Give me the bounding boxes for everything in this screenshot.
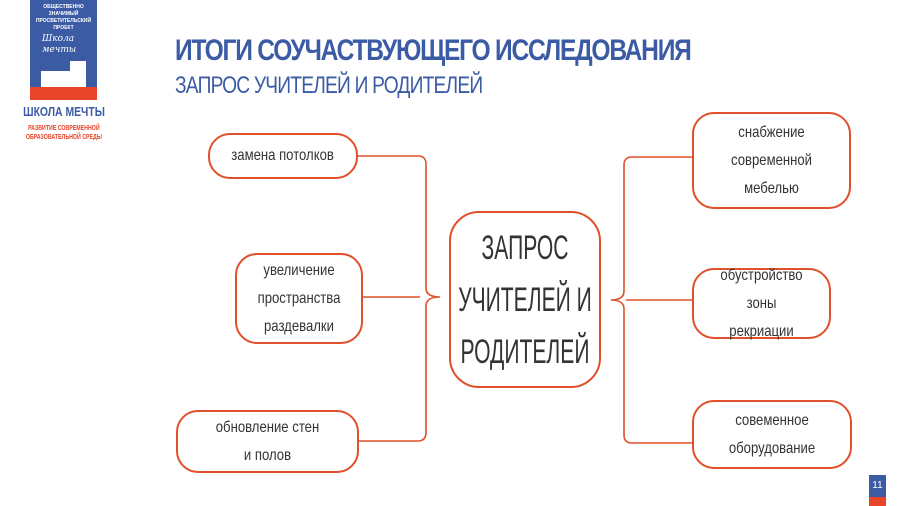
logo-script: Школа мечты (42, 34, 77, 55)
left-item-3: обновление стен и полов (176, 410, 359, 473)
left-item-2-label: увеличение пространства раздевалки (257, 261, 341, 335)
left-item-1-label: замена потолков (231, 147, 335, 164)
page-number-accent (869, 497, 886, 506)
left-item-2: увеличение пространства раздевалки (235, 253, 363, 344)
right-item-3: совеменное оборудование (692, 400, 852, 469)
project-logo: ОБЩЕСТВЕННО ЗНАЧИМЫЙ ПРОСВЕТИТЕЛЬСКИЙ ПР… (30, 0, 97, 100)
center-node-label: ЗАПРОС УЧИТЕЛЕЙ И РОДИТЕЛЕЙ (458, 228, 592, 371)
logo-building (41, 71, 75, 87)
logo-top-text: ОБЩЕСТВЕННО ЗНАЧИМЫЙ ПРОСВЕТИТЕЛЬСКИЙ ПР… (35, 4, 92, 31)
left-item-3-label: обновление стен и полов (215, 418, 320, 464)
right-item-3-label: совеменное оборудование (728, 411, 816, 457)
right-item-2-label: обустройство зоны рекриации (720, 266, 803, 340)
logo-building-tower (70, 61, 86, 87)
brand-name: ШКОЛА МЕЧТЫ (23, 104, 105, 119)
right-item-1: снабжение современной мебелью (692, 112, 851, 209)
center-node: ЗАПРОС УЧИТЕЛЕЙ И РОДИТЕЛЕЙ (449, 211, 601, 388)
left-brace (357, 155, 441, 442)
logo-band (30, 87, 97, 100)
right-brace (610, 156, 692, 444)
right-item-1-label: снабжение современной мебелью (730, 123, 813, 197)
brand-subtitle: РАЗВИТИЕ СОВРЕМЕННОЙ ОБРАЗОВАТЕЛЬНОЙ СРЕ… (25, 125, 102, 141)
page-subtitle: ЗАПРОС УЧИТЕЛЕЙ И РОДИТЕЛЕЙ (175, 72, 483, 99)
page-title: ИТОГИ СОУЧАСТВУЮЩЕГО ИССЛЕДОВАНИЯ (175, 34, 692, 67)
left-item-1: замена потолков (208, 133, 358, 179)
right-item-2: обустройство зоны рекриации (692, 267, 831, 340)
page-number: 11 (869, 475, 886, 497)
